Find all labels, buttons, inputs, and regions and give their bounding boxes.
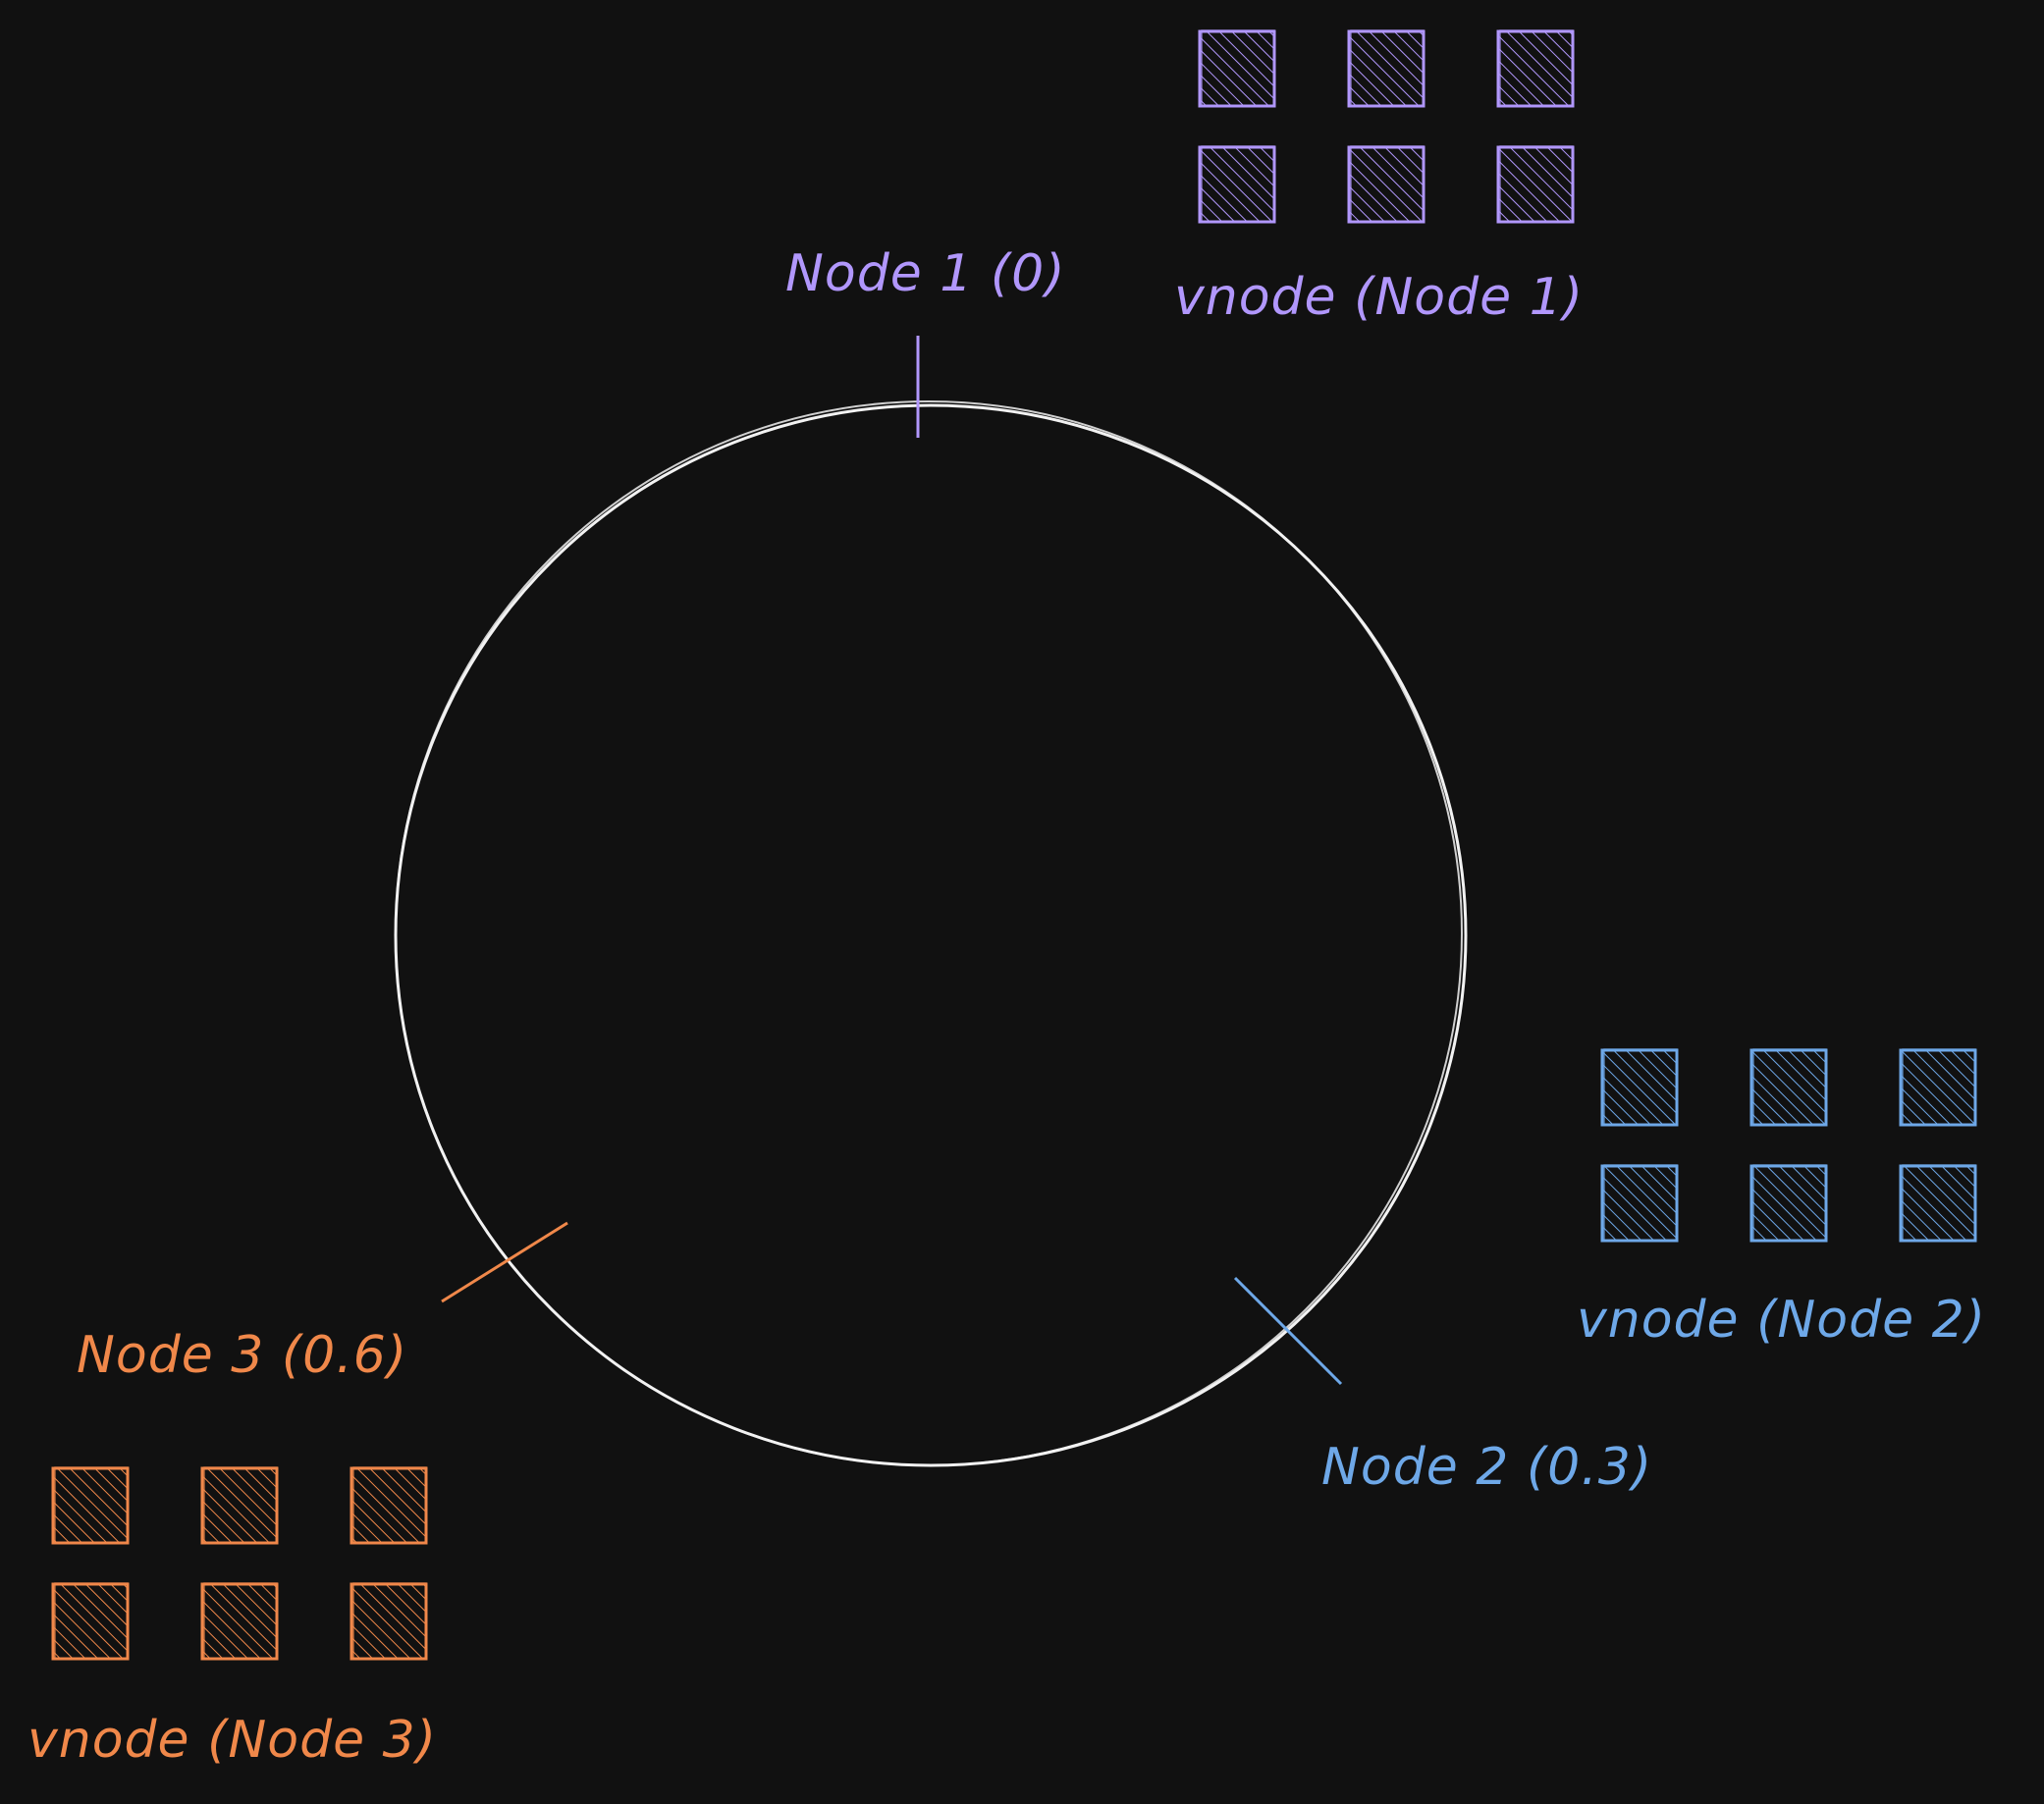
node2-vnode-square — [1749, 1164, 1828, 1243]
hash-ring — [394, 400, 1468, 1467]
node2-vnode-square — [1899, 1048, 1977, 1127]
node1-vnode-square-sketch — [1499, 29, 1574, 107]
node1-group: Node 1 (0) vnode (Node 1) — [785, 29, 1584, 438]
node2-vnode-label: vnode (Node 2) — [1577, 1291, 1986, 1350]
hash-ring-stroke-sketch — [395, 400, 1463, 1466]
hash-ring-stroke — [394, 403, 1468, 1467]
node3-vnode-square-sketch — [352, 1582, 427, 1660]
node3-vnode-square-sketch — [54, 1466, 129, 1544]
node3-vnode-square — [200, 1582, 279, 1661]
node1-vnode-square-sketch — [1201, 145, 1275, 223]
node3-vnode-label: vnode (Node 3) — [27, 1711, 437, 1770]
node3-group: Node 3 (0.6) vnode (Node 3) — [27, 1221, 568, 1770]
node1-vnode-label: vnode (Node 1) — [1174, 268, 1584, 327]
node3-vnode-square — [350, 1582, 428, 1661]
node3-vnode-grid — [51, 1466, 428, 1661]
node1-vnode-square — [1198, 145, 1276, 224]
node2-vnode-square-sketch — [1752, 1048, 1827, 1126]
node3-vnode-square — [51, 1582, 130, 1661]
node3-vnode-square — [51, 1466, 130, 1545]
node1-vnode-square — [1198, 29, 1276, 108]
node1-vnode-square-sketch — [1201, 29, 1275, 107]
node3-vnode-square-sketch — [203, 1582, 278, 1660]
node3-vnode-square-sketch — [54, 1582, 129, 1660]
node2-vnode-square-sketch — [1603, 1048, 1678, 1126]
node2-vnode-square — [1600, 1164, 1679, 1243]
node3-label: Node 3 (0.6) — [77, 1326, 407, 1385]
node1-label: Node 1 (0) — [785, 244, 1066, 303]
node2-group: Node 2 (0.3) vnode (Node 2) — [1233, 1048, 1986, 1497]
node1-vnode-square-sketch — [1499, 145, 1574, 223]
node2-vnode-square-sketch — [1902, 1048, 1976, 1126]
node3-ring-marker — [441, 1221, 568, 1303]
node2-vnode-square-sketch — [1902, 1164, 1976, 1242]
node1-vnode-grid — [1198, 29, 1575, 224]
node1-vnode-square — [1496, 145, 1575, 224]
node3-vnode-square — [350, 1466, 428, 1545]
node1-vnode-square — [1496, 29, 1575, 108]
node2-vnode-square — [1749, 1048, 1828, 1127]
node2-ring-marker — [1233, 1276, 1343, 1386]
node2-vnode-square — [1600, 1048, 1679, 1127]
node3-vnode-square — [200, 1466, 279, 1545]
node1-vnode-square — [1347, 145, 1425, 224]
node2-label: Node 2 (0.3) — [1321, 1438, 1652, 1497]
node1-vnode-square-sketch — [1350, 145, 1425, 223]
node1-vnode-square — [1347, 29, 1425, 108]
node2-vnode-square-sketch — [1603, 1164, 1678, 1242]
node2-vnode-square-sketch — [1752, 1164, 1827, 1242]
node2-vnode-square — [1899, 1164, 1977, 1243]
node2-vnode-grid — [1600, 1048, 1977, 1243]
node3-vnode-square-sketch — [203, 1466, 278, 1544]
node3-vnode-square-sketch — [352, 1466, 427, 1544]
node1-vnode-square-sketch — [1350, 29, 1425, 107]
